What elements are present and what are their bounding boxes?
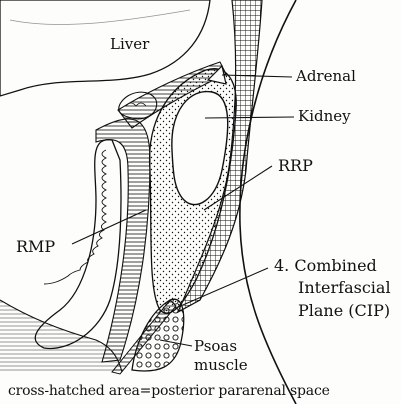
cip-label-line3: Plane (CIP)	[298, 300, 390, 321]
psoas-label-line2: muscle	[194, 357, 248, 374]
cip-label-line2: Interfascial	[298, 277, 391, 298]
leader-adrenal	[222, 75, 292, 77]
anterior-pararenal-band	[96, 119, 150, 362]
rrp-label: RRP	[278, 155, 313, 176]
psoas-label-line1: Psoas	[194, 338, 237, 355]
adrenal-label: Adrenal	[296, 68, 356, 85]
liver-label: Liver	[110, 36, 149, 53]
kidney-label: Kidney	[298, 108, 351, 125]
caption: cross-hatched area=posterior pararenal s…	[8, 383, 330, 400]
rmp-label: RMP	[16, 236, 55, 257]
cip-label-line1: 4. Combined	[274, 255, 377, 276]
psoas-shape	[132, 299, 184, 371]
